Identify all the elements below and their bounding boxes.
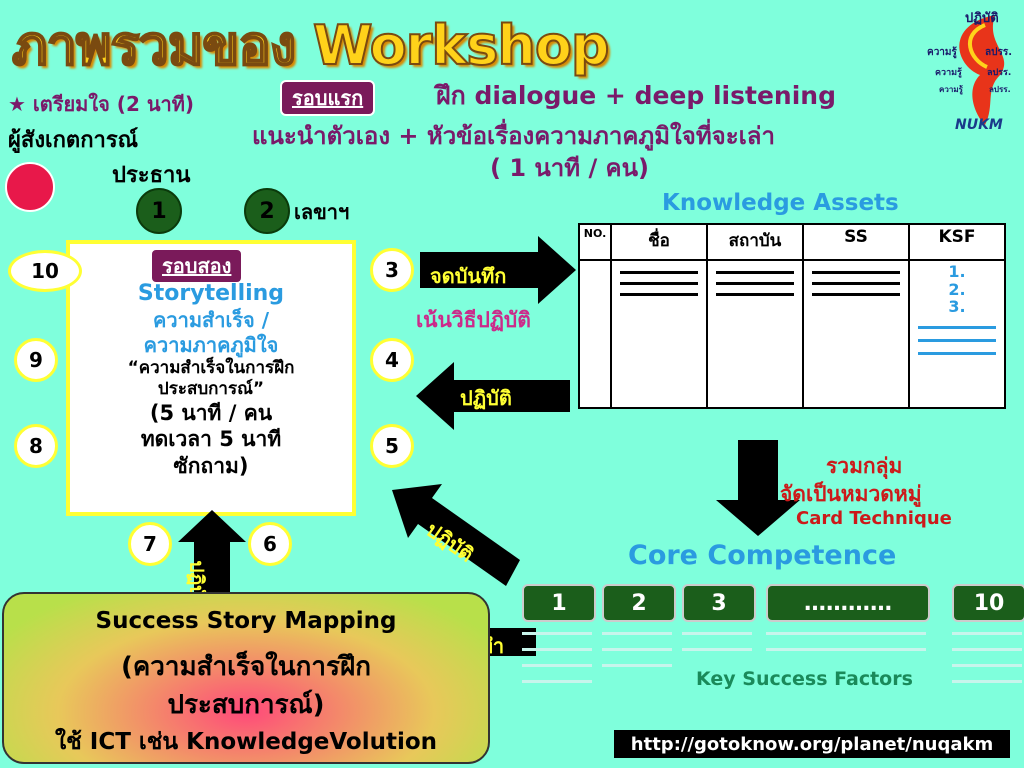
table-cell bbox=[706, 259, 804, 409]
seat-2: 2 bbox=[244, 188, 290, 234]
arrow-practice-diagonal bbox=[392, 484, 520, 586]
round2-line: ความสำเร็จ / bbox=[152, 307, 270, 332]
nukm-logo: ปฏิบัติ ความรู้ ลปรร. ความรู้ ลปรร. ความ… bbox=[925, 5, 1023, 135]
round2-content: Storytelling ความสำเร็จ / ความภาคภูมิใจ … bbox=[70, 280, 352, 479]
seat-5: 5 bbox=[370, 424, 414, 468]
ksf-item: 2. bbox=[948, 279, 966, 299]
core-item-3: 3 bbox=[682, 584, 756, 622]
table-cell bbox=[802, 259, 910, 409]
mapping-line4: ใช้ ICT เช่น KnowledgeVolution bbox=[54, 729, 438, 755]
secretary-label: เลขาฯ bbox=[294, 200, 350, 224]
table-cell: 1. 2. 3. bbox=[908, 259, 1006, 409]
round1-line3: ( 1 นาที / คน) bbox=[490, 154, 649, 182]
core-item-ellipsis: ………… bbox=[766, 584, 930, 622]
column-header: NO. bbox=[578, 223, 612, 261]
seat-4: 4 bbox=[370, 338, 414, 382]
round2-line: Storytelling bbox=[137, 281, 285, 306]
column-header: สถาบัน bbox=[706, 223, 804, 261]
logo-text: ความรู้ bbox=[935, 68, 962, 78]
arrow-practice-left bbox=[416, 362, 570, 430]
round2-tag: รอบสอง bbox=[150, 248, 244, 284]
core-item-1: 1 bbox=[522, 584, 596, 622]
prepare-text: ★ เตรียมใจ (2 นาที) bbox=[8, 92, 195, 116]
logo-text: ลปรร. bbox=[989, 85, 1011, 94]
ksf-item: 3. bbox=[948, 297, 966, 317]
ksf-label: Key Success Factors bbox=[696, 668, 913, 690]
column-header: ชื่อ bbox=[610, 223, 708, 261]
logo-top-text: ปฏิบัติ bbox=[965, 11, 999, 26]
mapping-line3: ประสบการณ์) bbox=[167, 690, 325, 720]
seat-7: 7 bbox=[128, 522, 172, 566]
round1-line1: ฝึก dialogue + deep listening bbox=[436, 81, 836, 110]
round2-line: ความภาคภูมิใจ bbox=[143, 332, 279, 357]
mapping-line2: (ความสำเร็จในการฝึก bbox=[121, 652, 371, 682]
column-header: SS bbox=[802, 223, 910, 261]
round1-tag: รอบแรก bbox=[280, 80, 376, 116]
round2-line: ซักถาม) bbox=[173, 453, 249, 478]
core-item-2: 2 bbox=[602, 584, 676, 622]
round1-line2: แนะนำตัวเอง + หัวข้อเรื่องความภาคภูมิใจท… bbox=[252, 122, 775, 150]
seat-10: 10 bbox=[8, 250, 82, 292]
ksf-item: 1. bbox=[948, 262, 966, 281]
logo-text: ความรู้ bbox=[927, 47, 957, 58]
seat-8: 8 bbox=[14, 424, 58, 468]
arrow-down bbox=[716, 440, 800, 536]
grouping-line2: จัดเป็นหมวดหมู่ bbox=[780, 482, 922, 506]
emphasis-text: เน้นวิธีปฏิบัติ bbox=[416, 308, 531, 332]
page-title: ภาพรวมของ Workshop bbox=[11, 13, 611, 78]
table-cell bbox=[610, 259, 708, 409]
url-link[interactable]: http://gotoknow.org/planet/nuqakm bbox=[614, 730, 1010, 758]
seat-1: 1 bbox=[136, 188, 182, 234]
observer-label: ผู้สังเกตการณ์ bbox=[8, 128, 139, 153]
logo-text: ลปรร. bbox=[987, 68, 1012, 78]
grouping-line3: Card Technique bbox=[796, 508, 952, 529]
seat-6: 6 bbox=[248, 522, 292, 566]
knowledge-assets-table: NO. ชื่อ สถาบัน SS KSF 1. 2. 3. bbox=[578, 223, 1006, 409]
round2-line: ทดเวลา 5 นาที bbox=[140, 427, 282, 452]
round2-line: “ความสำเร็จในการฝึก bbox=[127, 357, 295, 378]
grouping-line1: รวมกลุ่ม bbox=[826, 454, 903, 478]
core-item-10: 10 bbox=[952, 584, 1024, 622]
mapping-box bbox=[2, 592, 490, 764]
knowledge-assets-title: Knowledge Assets bbox=[662, 190, 899, 216]
core-competence-title: Core Competence bbox=[628, 540, 897, 571]
observer-dot bbox=[5, 162, 55, 212]
logo-text: ลปรร. bbox=[985, 47, 1013, 58]
column-header: KSF bbox=[908, 223, 1006, 261]
mapping-line1: Success Story Mapping bbox=[95, 608, 397, 634]
arrow-record bbox=[420, 236, 576, 304]
arrow-practice1-label: ปฏิบัติ bbox=[460, 386, 512, 410]
arrow-record-label: จดบันทึก bbox=[430, 264, 507, 288]
table-cell bbox=[578, 259, 612, 409]
logo-text: ความรู้ bbox=[939, 85, 963, 94]
seat-9: 9 bbox=[14, 338, 58, 382]
round2-line: ประสบการณ์” bbox=[157, 378, 265, 399]
chair-label: ประธาน bbox=[112, 163, 191, 188]
seat-3: 3 bbox=[370, 248, 414, 292]
round2-line: (5 นาที / คน bbox=[149, 401, 273, 425]
logo-brand: NUKM bbox=[955, 117, 1003, 133]
round2-box bbox=[66, 240, 356, 516]
